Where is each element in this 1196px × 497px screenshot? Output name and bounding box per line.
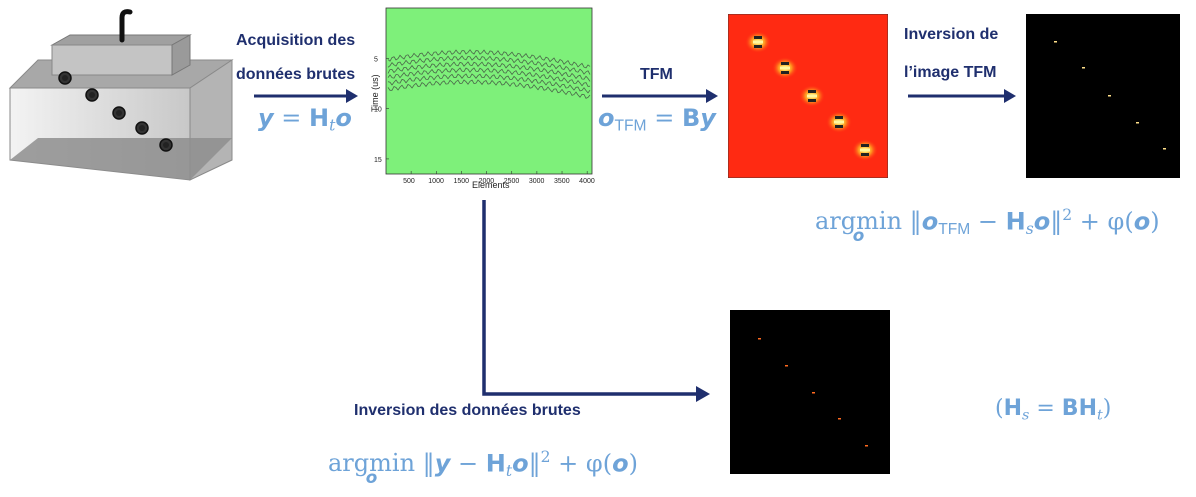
raw-data-bscan: Time (us) Elements 500 1000 1500 2000 2500 30… [360,0,600,190]
defect-2 [85,88,99,102]
defect-3 [112,106,126,120]
acquisition-label-line2: données brutes [236,66,356,83]
tfm-indication-band [754,45,762,48]
bscan-echo-trace [387,73,591,94]
tfm-indication-band [808,99,816,102]
reflector-dot [758,338,761,340]
tfm-indication-core [860,148,870,152]
tfm-inversion-reflectors [1054,41,1166,150]
reflector-dot [1108,95,1111,97]
bscan-x-tick-label: 3500 [554,178,570,185]
bscan-echo-trace [387,49,591,69]
tfm-indication-core [753,40,763,44]
tfm-label: TFM [640,66,673,83]
bscan-x-tick-label: 2000 [479,178,495,185]
bscan-echo-trace [387,67,591,87]
tfm-indication-band [835,116,843,119]
raw-inversion-label: Inversion des données brutes [354,402,581,419]
tfm-indication-core [834,120,844,124]
bscan-echo-trace [387,61,591,82]
raw-inversion-result-image [730,310,890,474]
tfm-indication-band [781,62,789,65]
defect-4 [135,121,149,135]
bscan-y-tick-label: 15 [374,157,382,164]
acquisition-label-line1: Acquisition des [236,32,356,49]
reflector-dot [1136,122,1139,124]
reflector-dot [785,365,788,367]
tfm-indication-band [754,36,762,39]
bscan-xlabel: Elements [472,180,510,190]
defect-5 [159,138,173,152]
bscan-echo-trace [387,79,591,99]
bscan-ylabel: Time (us) [370,74,380,112]
forward-model-equation: y = Hto [258,104,352,135]
bscan-y-tick-label: 10 [374,107,382,114]
reflector-dot [838,418,841,420]
tfm-indication-band [861,153,869,156]
tfm-image [728,14,888,178]
reflector-dot [1163,148,1166,150]
raw-inversion-arrow [482,200,710,402]
tfm-inversion-result-image [1026,14,1180,178]
bscan-echo-trace [387,55,591,75]
bscan-x-tick-label: 2500 [504,178,520,185]
tfm-indication-band [861,144,869,147]
defect-1 [58,71,72,85]
bscan-x-ticks: 500 1000 1500 2000 2500 3000 3500 4000 [403,171,595,185]
tfm-indication-band [781,71,789,74]
bscan-x-tick-label: 4000 [579,178,595,185]
tfm-arrow [602,89,718,103]
bscan-x-tick-label: 3000 [529,178,545,185]
tfm-indication-band [835,125,843,128]
tfm-model-equation: oTFM = By [598,104,716,135]
reflector-dot [865,445,868,447]
reflector-dot [1082,67,1085,69]
reflector-dot [1054,41,1057,43]
inversion-tfm-arrow [908,89,1016,103]
raw-inversion-reflectors [758,338,868,447]
bscan-x-tick-label: 1500 [453,178,469,185]
defect-markers [58,71,173,152]
bscan-field [385,7,593,175]
tfm-indications [745,31,878,161]
inversion-tfm-label-line1: Inversion de [904,26,999,43]
hs-relation-equation: (Hs = BHt) [995,396,1112,424]
acquisition-arrow [254,89,358,103]
bscan-x-tick-label: 500 [403,178,415,185]
tfm-indication-core [780,66,790,70]
bscan-echo-band [387,49,591,99]
bscan-x-tick-label: 1000 [428,178,444,185]
bscan-y-ticks: 5 10 15 [374,56,389,164]
bscan-y-tick-label: 5 [374,56,378,63]
reflector-dot [812,392,815,394]
inversion-tfm-label-line2: l’image TFM [904,64,997,81]
tfm-indication-band [808,90,816,93]
tfm-indication-core [807,94,817,98]
